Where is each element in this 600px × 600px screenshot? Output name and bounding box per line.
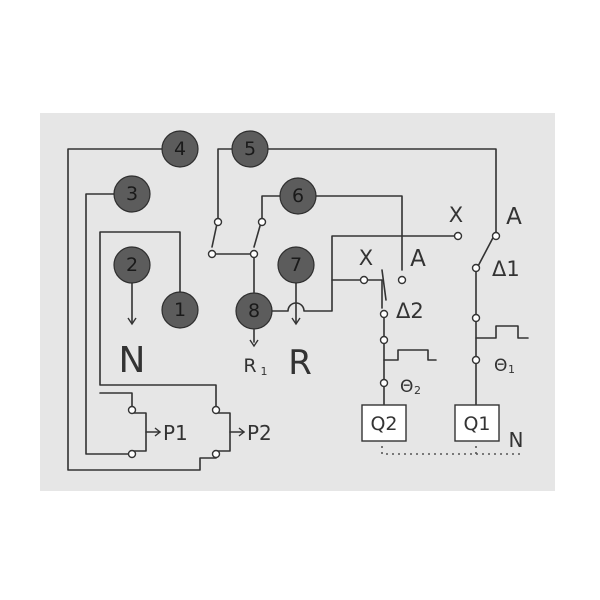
label-theta-1: Θ — [494, 356, 507, 376]
label-q1: Q1 — [463, 413, 490, 435]
label-a-mid: A — [410, 246, 426, 272]
label-n-left: N — [119, 340, 146, 381]
badge-2: 2 — [113, 246, 151, 284]
p2-arrow — [238, 427, 246, 437]
label-p2: P2 — [247, 421, 272, 445]
terminal — [397, 275, 407, 285]
q2-column-top — [365, 279, 383, 309]
terminal — [211, 449, 221, 459]
wire-p1-top — [99, 392, 133, 409]
label-delta-1: Δ1 — [492, 257, 520, 281]
wire-6 — [261, 195, 403, 271]
svg-text:1: 1 — [174, 299, 186, 321]
terminal — [213, 217, 223, 227]
terminal — [249, 249, 259, 259]
p1-arrow — [154, 427, 162, 437]
terminal — [359, 275, 369, 285]
terminals — [127, 217, 501, 459]
terminal — [257, 217, 267, 227]
terminal — [471, 355, 481, 365]
terminal — [211, 405, 221, 415]
label-delta-2: Δ2 — [396, 299, 424, 323]
relay-q2: Q2 — [361, 404, 407, 442]
wire-1 — [99, 231, 217, 409]
label-r1-sub: 1 — [261, 365, 268, 378]
label-n-right: N — [509, 428, 524, 452]
terminal — [127, 449, 137, 459]
label-a-right: A — [506, 204, 522, 230]
pulse-1 — [475, 325, 529, 339]
svg-text:7: 7 — [290, 254, 302, 276]
svg-text:5: 5 — [244, 138, 256, 160]
terminal — [207, 249, 217, 259]
label-theta-1-sub: 1 — [508, 363, 515, 376]
terminal — [471, 313, 481, 323]
terminal — [127, 405, 137, 415]
label-x-mid: X — [359, 246, 373, 270]
q2-column-switch — [381, 269, 387, 301]
label-q2: Q2 — [370, 413, 397, 435]
svg-text:3: 3 — [126, 183, 138, 205]
label-r: R — [288, 343, 312, 383]
label-theta-2-sub: 2 — [414, 384, 421, 397]
label-x-right: X — [449, 203, 463, 227]
wire-5 — [217, 148, 497, 233]
wire-4 — [67, 148, 217, 471]
svg-text:8: 8 — [248, 300, 260, 322]
svg-text:2: 2 — [126, 254, 138, 276]
label-theta-2: Θ — [400, 377, 413, 397]
svg-text:4: 4 — [174, 138, 186, 160]
svg-text:6: 6 — [292, 185, 304, 207]
wire-8-x — [271, 235, 459, 312]
r1-arrow — [249, 339, 259, 348]
label-p1: P1 — [163, 421, 188, 445]
terminal — [379, 378, 389, 388]
badge-7: 7 — [277, 246, 315, 284]
pulse-2 — [383, 349, 437, 361]
badge-6: 6 — [279, 177, 317, 215]
badge-5: 5 — [231, 130, 269, 168]
terminal — [471, 263, 481, 273]
relay-q1: Q1 — [454, 404, 500, 442]
terminal — [379, 335, 389, 345]
neutral-line — [381, 446, 520, 455]
label-r1: R — [243, 355, 256, 377]
badge-3: 3 — [113, 175, 151, 213]
badge-8: 8 — [235, 292, 273, 330]
terminal — [379, 309, 389, 319]
badge-4: 4 — [161, 130, 199, 168]
terminal — [491, 231, 501, 241]
badge-1: 1 — [161, 291, 199, 329]
r-arrow — [291, 317, 301, 326]
n-arrow — [127, 317, 137, 326]
wire-3 — [85, 193, 133, 455]
terminal — [453, 231, 463, 241]
